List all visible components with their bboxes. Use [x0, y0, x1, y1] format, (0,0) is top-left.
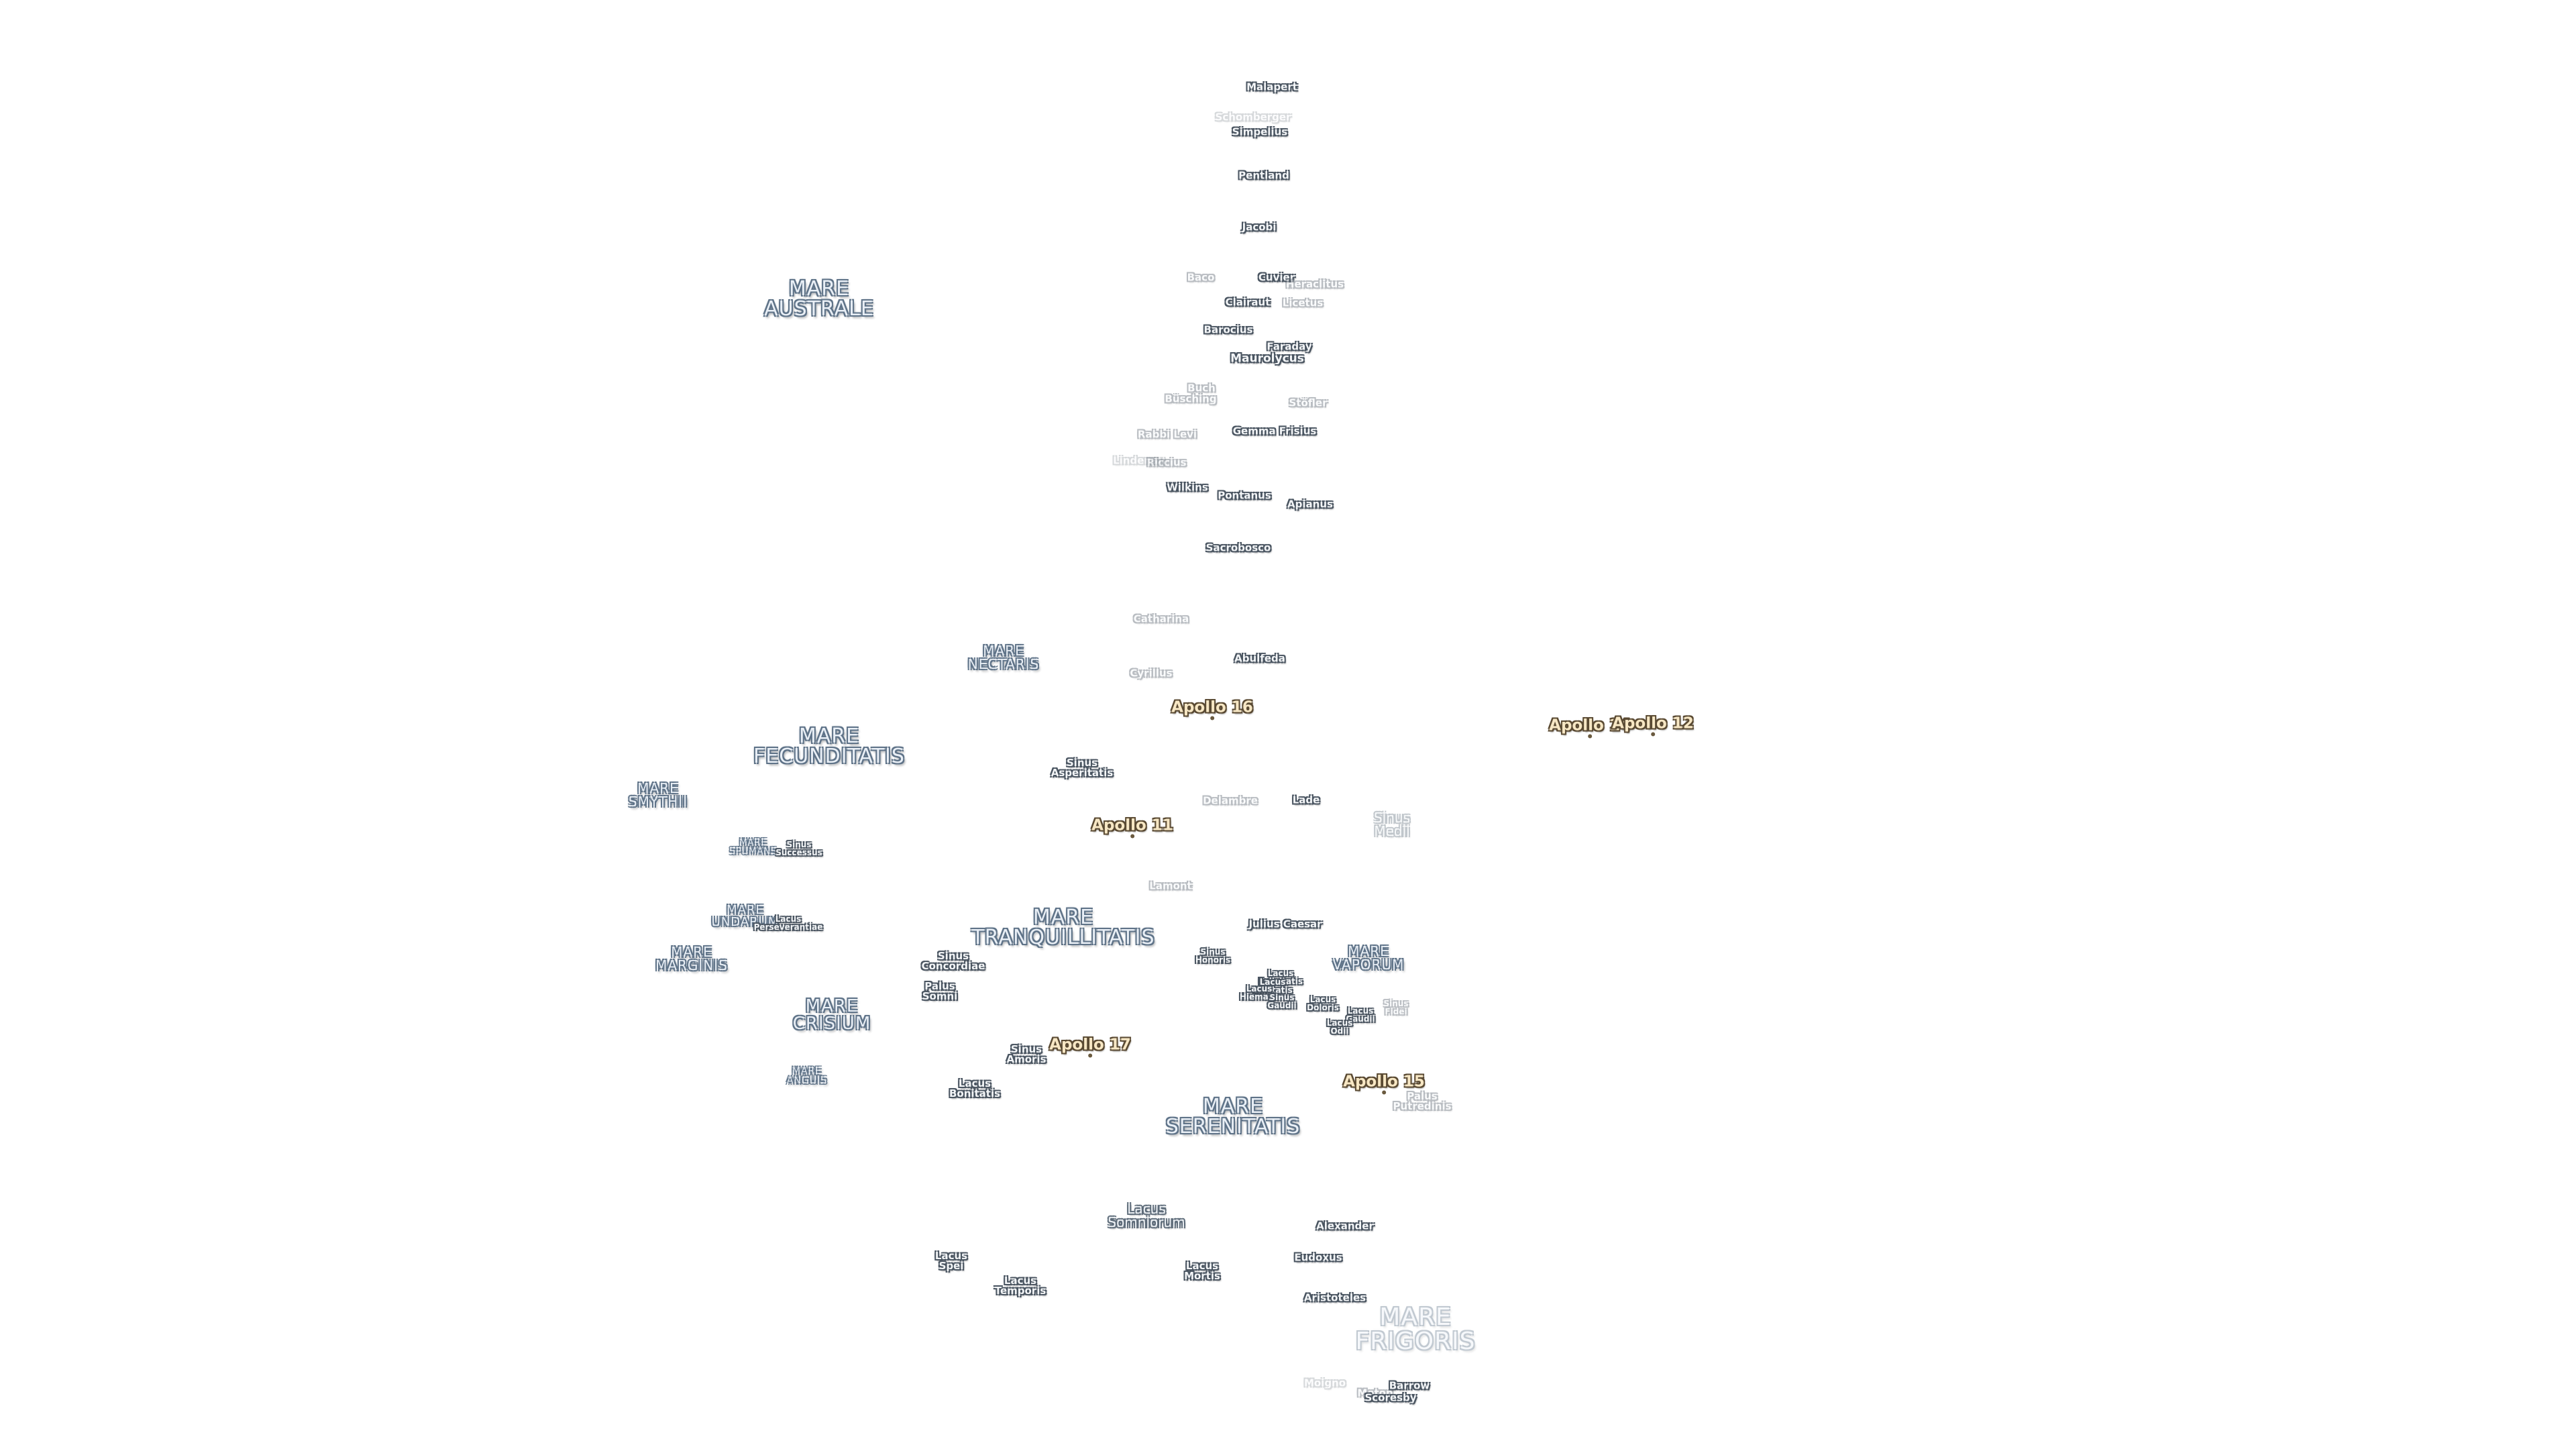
sinus-asperitatis-label: Sinus Asperitatis — [1051, 757, 1114, 779]
crater-buch-label: Buch — [1187, 382, 1216, 394]
apollo-12-marker[interactable]: Apollo 12 — [1612, 714, 1694, 737]
mare-australe-label: MARE AUSTRALE — [764, 277, 874, 321]
crater-licetus-label: Licetus — [1282, 297, 1324, 309]
lacus-spei-label: Lacus Spei — [934, 1250, 968, 1272]
crater-baco-label: Baco — [1187, 271, 1215, 284]
crater-jacobi-label: Jacobi — [1242, 221, 1277, 233]
crater-gemma-frisius-label: Gemma Frisius — [1232, 425, 1317, 437]
crater-cyrillus-label: Cyrillus — [1130, 667, 1173, 680]
apollo-15-marker[interactable]: Apollo 15 — [1343, 1073, 1425, 1095]
crater-maurolycus-label: Maurolycus — [1230, 352, 1304, 366]
mare-fecunditatis-label: MARE FECUNDITATIS — [753, 724, 905, 768]
mare-spumans-label: MARE SPUMANS — [729, 838, 777, 857]
crater-barrow-label: Barrow — [1389, 1379, 1430, 1392]
mare-vaporum-label: MARE VAPORUM — [1332, 943, 1405, 973]
lacus-felicitatis-label: Lacus Felicitatis — [1258, 969, 1303, 986]
crater-moigno-label: Moigno — [1303, 1377, 1346, 1389]
sinus-gaudii-label: Sinus Gaudii — [1267, 993, 1297, 1010]
crater-simpelius-label: Simpelius — [1232, 125, 1288, 138]
mare-nectaris-label: MARE NECTARIS — [967, 643, 1040, 672]
crater-pentland-label: Pentland — [1238, 169, 1289, 182]
crater-faraday-label: Faraday — [1267, 340, 1312, 353]
crater-clairaut-label: Clairaut — [1225, 296, 1271, 309]
crater-scoresby-label: Scoresby — [1364, 1391, 1417, 1404]
lacus-perseverantiae-label: Lacus Perseverantiae — [753, 914, 823, 932]
crater-catharina-label: Catharina — [1133, 612, 1189, 625]
mare-undarum-label: MARE UNDARUM — [711, 903, 780, 929]
sinus-honoris-label: Sinus Honoris — [1195, 947, 1231, 965]
mare-tranquillitatis-label: MARE TRANQUILLITATIS — [971, 906, 1155, 949]
crater-malapert-label: Malapert — [1246, 80, 1297, 93]
crater-busching-label: Büsching — [1165, 392, 1217, 405]
crater-aristoteles-label: Aristoteles — [1303, 1291, 1366, 1304]
sinus-medii-label: Sinus Medii — [1373, 810, 1411, 839]
crater-lade-label: Lade — [1292, 794, 1320, 806]
apollo-11-marker[interactable]: Apollo 11 — [1091, 816, 1173, 839]
sinus-successus-label: Sinus Successus — [775, 840, 822, 857]
crater-stofler-label: Stöfler — [1289, 396, 1328, 409]
crater-lindenau-label: Lindenau — [1113, 454, 1165, 467]
lacus-temporis-label: Lacus Temporis — [994, 1275, 1046, 1297]
sinus-amoris-label: Sinus Amoris — [1006, 1043, 1046, 1065]
lacus-mortis-label: Lacus Mortis — [1184, 1260, 1220, 1282]
palus-putredinis-label: Palus Putredinis — [1393, 1090, 1452, 1112]
mare-marginis-label: MARE MARGINIS — [655, 944, 728, 973]
apollo-16-marker[interactable]: Apollo 16 — [1171, 698, 1253, 720]
apollo-17-marker[interactable]: Apollo 17 — [1049, 1036, 1131, 1058]
lacus-lenitatis-label: Lacus Lenitatis — [1252, 977, 1293, 995]
crater-apianus-label: Apianus — [1287, 498, 1333, 511]
lacus-somniorum-label: Lacus Somniorum — [1108, 1201, 1185, 1230]
sinus-fidei-label: Sinus Fidei — [1383, 999, 1409, 1016]
crater-pontanus-label: Pontanus — [1218, 489, 1271, 502]
crater-meton-label: Meton — [1357, 1387, 1393, 1399]
mare-crisium-label: MARE CRISIUM — [792, 996, 871, 1034]
mare-serenitatis-label: MARE SERENITATIS — [1165, 1095, 1301, 1138]
lacus-hiemalis-label: Lacus Hiemalis — [1239, 984, 1279, 1002]
mare-smythii-label: MARE SMYTHII — [628, 780, 688, 810]
crater-rabbi-levi-label: Rabbi Levi — [1137, 428, 1197, 441]
crater-schomberger-label: Schomberger — [1215, 111, 1291, 123]
crater-sacrobosco-label: Sacrobosco — [1205, 541, 1271, 554]
crater-lamont-label: Lamont — [1149, 879, 1192, 892]
mare-frigoris-label: MARE FRIGORIS — [1355, 1303, 1476, 1355]
mare-anguis-label: MARE ANGUIS — [786, 1066, 828, 1086]
apollo-14-marker[interactable]: Apollo 14 — [1549, 716, 1631, 739]
crater-wilkins-label: Wilkins — [1167, 481, 1208, 494]
crater-heraclitus-label: Heraclitus — [1285, 278, 1344, 290]
crater-riccius-label: Riccius — [1146, 456, 1187, 469]
crater-julius-caesar-label: Julius Caesar — [1248, 918, 1322, 930]
crater-delambre-label: Delambre — [1203, 794, 1258, 807]
lacus-doloris-label: Lacus Doloris — [1307, 995, 1339, 1012]
lacus-gaudii-label: Lacus Gaudii — [1346, 1006, 1375, 1024]
crater-abulfeda-label: Abulfeda — [1234, 652, 1285, 665]
lacus-bonitatis-label: Lacus Bonitatis — [949, 1077, 1001, 1099]
palus-somni-label: Palus Somni — [922, 980, 958, 1002]
crater-cuvier-label: Cuvier — [1258, 271, 1295, 284]
lacus-odii-label: Lacus Odii — [1326, 1018, 1353, 1036]
sinus-concordiae-label: Sinus Concordiae — [921, 950, 985, 972]
crater-barocius-label: Barocius — [1203, 323, 1253, 336]
crater-eudoxus-label: Eudoxus — [1294, 1251, 1342, 1264]
crater-alexander-label: Alexander — [1316, 1220, 1374, 1232]
